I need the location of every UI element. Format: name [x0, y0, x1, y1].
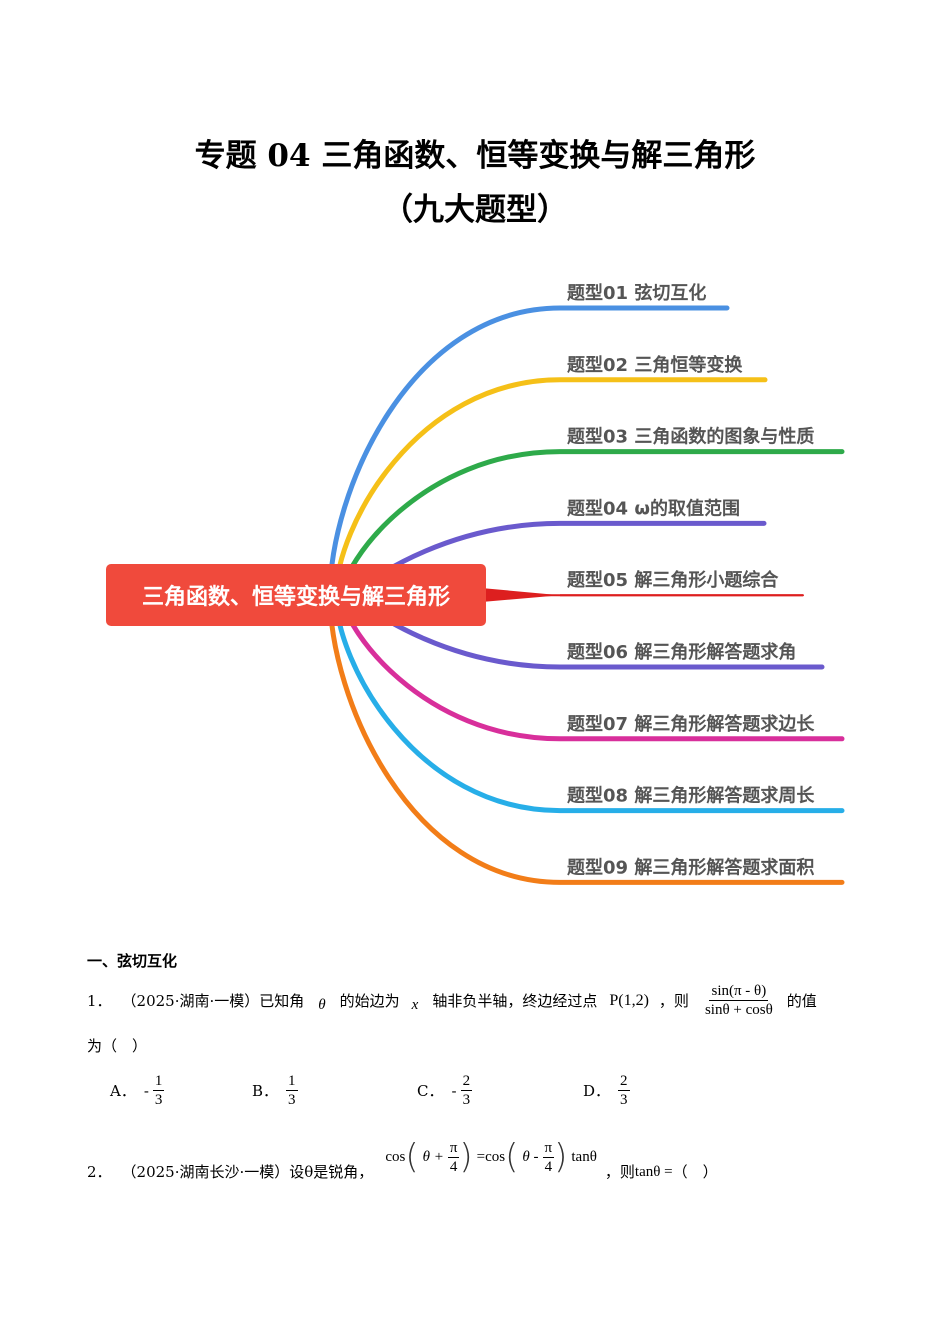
question-text: 轴非负半轴，终边经过点	[432, 991, 598, 1010]
expression-fraction: sin(π - θ) sinθ + cosθ	[703, 982, 775, 1019]
equation: cos ( θ + π 4 ) =cos ( θ - π 4 ) tanθ	[385, 1139, 597, 1176]
question-1: 1． （2025·湖南·一模） 已知角 θ 的始边为 x 轴非负半轴，终边经过点…	[87, 982, 817, 1019]
branch-line	[333, 377, 768, 598]
option-numerator: 2	[618, 1073, 630, 1091]
question-text: 的值	[786, 991, 817, 1010]
option-denominator: 3	[154, 1092, 163, 1108]
pi-over-four: π 4	[542, 1139, 555, 1176]
branch-wedge	[470, 587, 560, 603]
question-2: 2． （2025·湖南长沙·一模） 设θ是锐角， cos ( θ + π 4 )…	[87, 1132, 718, 1182]
option-fraction: 2 3	[618, 1072, 630, 1109]
branch-label[interactable]: 题型01 弦切互化	[567, 282, 706, 304]
right-paren: )	[554, 1137, 568, 1177]
option-numerator: 1	[152, 1073, 165, 1091]
pi-symbol: π	[447, 1139, 460, 1158]
question-number: 1．	[87, 991, 112, 1010]
option-sign: -	[451, 1081, 457, 1100]
question-text: 设θ是锐角，	[289, 1163, 374, 1181]
left-paren: (	[405, 1137, 419, 1177]
branch-label[interactable]: 题型08 解三角形解答题求周长	[567, 785, 815, 807]
option-denominator: 3	[620, 1092, 628, 1108]
right-paren: )	[459, 1137, 473, 1177]
section-heading: 一、弦切互化	[87, 952, 178, 970]
option-label: B．	[252, 1082, 279, 1100]
branch-label[interactable]: 题型02 三角恒等变换	[567, 354, 743, 376]
branch-label[interactable]: 题型05 解三角形小题综合	[567, 569, 779, 591]
theta-minus: θ -	[522, 1149, 539, 1165]
option-a[interactable]: A． - 1 3	[110, 1072, 165, 1109]
option-fraction: 1 3	[152, 1072, 165, 1109]
page-subtitle: （九大题型）	[382, 192, 568, 228]
question-text: 的始边为	[339, 991, 400, 1010]
theta-plus: θ +	[422, 1149, 444, 1165]
tan-theta: tanθ	[571, 1149, 597, 1165]
question-text: 已知角	[259, 991, 305, 1010]
option-label: D．	[583, 1082, 611, 1100]
page-title: 专题 04 三角函数、恒等变换与解三角形	[194, 138, 756, 174]
four-digit: 4	[544, 1158, 553, 1175]
theta-symbol: θ	[318, 996, 326, 1013]
branch-label[interactable]: 题型03 三角函数的图象与性质	[567, 426, 814, 448]
fraction-denominator: sinθ + cosθ	[704, 1002, 773, 1018]
question-number: 2．	[87, 1163, 112, 1181]
point-coordinate: P(1,2)	[609, 991, 649, 1009]
tan-theta-ask: tanθ =	[634, 1164, 673, 1180]
question-text: ，则	[604, 1163, 635, 1181]
branch-label[interactable]: 题型06 解三角形解答题求角	[567, 641, 796, 663]
question-1-continued: 为（ ）	[87, 1037, 148, 1055]
question-source: （2025·湖南长沙·一模）	[121, 1163, 290, 1181]
option-sign: -	[143, 1081, 149, 1100]
option-denominator: 3	[462, 1092, 471, 1108]
branch-label[interactable]: 题型04 ω的取值范围	[567, 497, 740, 519]
option-b[interactable]: B． 1 3	[252, 1072, 298, 1109]
question-text: （ ）	[672, 1163, 718, 1181]
option-c[interactable]: C． - 2 3	[417, 1072, 473, 1109]
four-digit: 4	[449, 1158, 458, 1175]
equals-cos: =cos	[476, 1149, 506, 1165]
branch-line	[327, 592, 845, 885]
option-label: A．	[110, 1082, 136, 1100]
option-d[interactable]: D． 2 3	[583, 1072, 630, 1109]
option-denominator: 3	[288, 1092, 296, 1108]
root-node	[106, 564, 486, 626]
option-fraction: 2 3	[460, 1072, 473, 1109]
root-label: 三角函数、恒等变换与解三角形	[142, 584, 450, 610]
branch-label[interactable]: 题型09 解三角形解答题求面积	[567, 856, 814, 878]
pi-over-four: π 4	[447, 1139, 460, 1176]
branch-line	[327, 305, 730, 598]
mind-map-root: 三角函数、恒等变换与解三角形	[106, 564, 486, 626]
branch-line	[333, 592, 845, 814]
pi-symbol: π	[542, 1139, 555, 1158]
branch-label[interactable]: 题型07 解三角形解答题求边长	[567, 713, 815, 735]
cos-function: cos	[385, 1149, 406, 1165]
fraction-numerator: sin(π - θ)	[709, 983, 769, 1001]
question-source: （2025·湖南·一模）	[121, 991, 260, 1010]
option-label: C．	[417, 1082, 444, 1100]
question-text: ，则	[658, 991, 689, 1010]
option-numerator: 2	[460, 1073, 473, 1091]
option-numerator: 1	[286, 1073, 298, 1091]
left-paren: (	[505, 1137, 519, 1177]
option-fraction: 1 3	[286, 1072, 298, 1109]
x-symbol: x	[411, 996, 419, 1013]
